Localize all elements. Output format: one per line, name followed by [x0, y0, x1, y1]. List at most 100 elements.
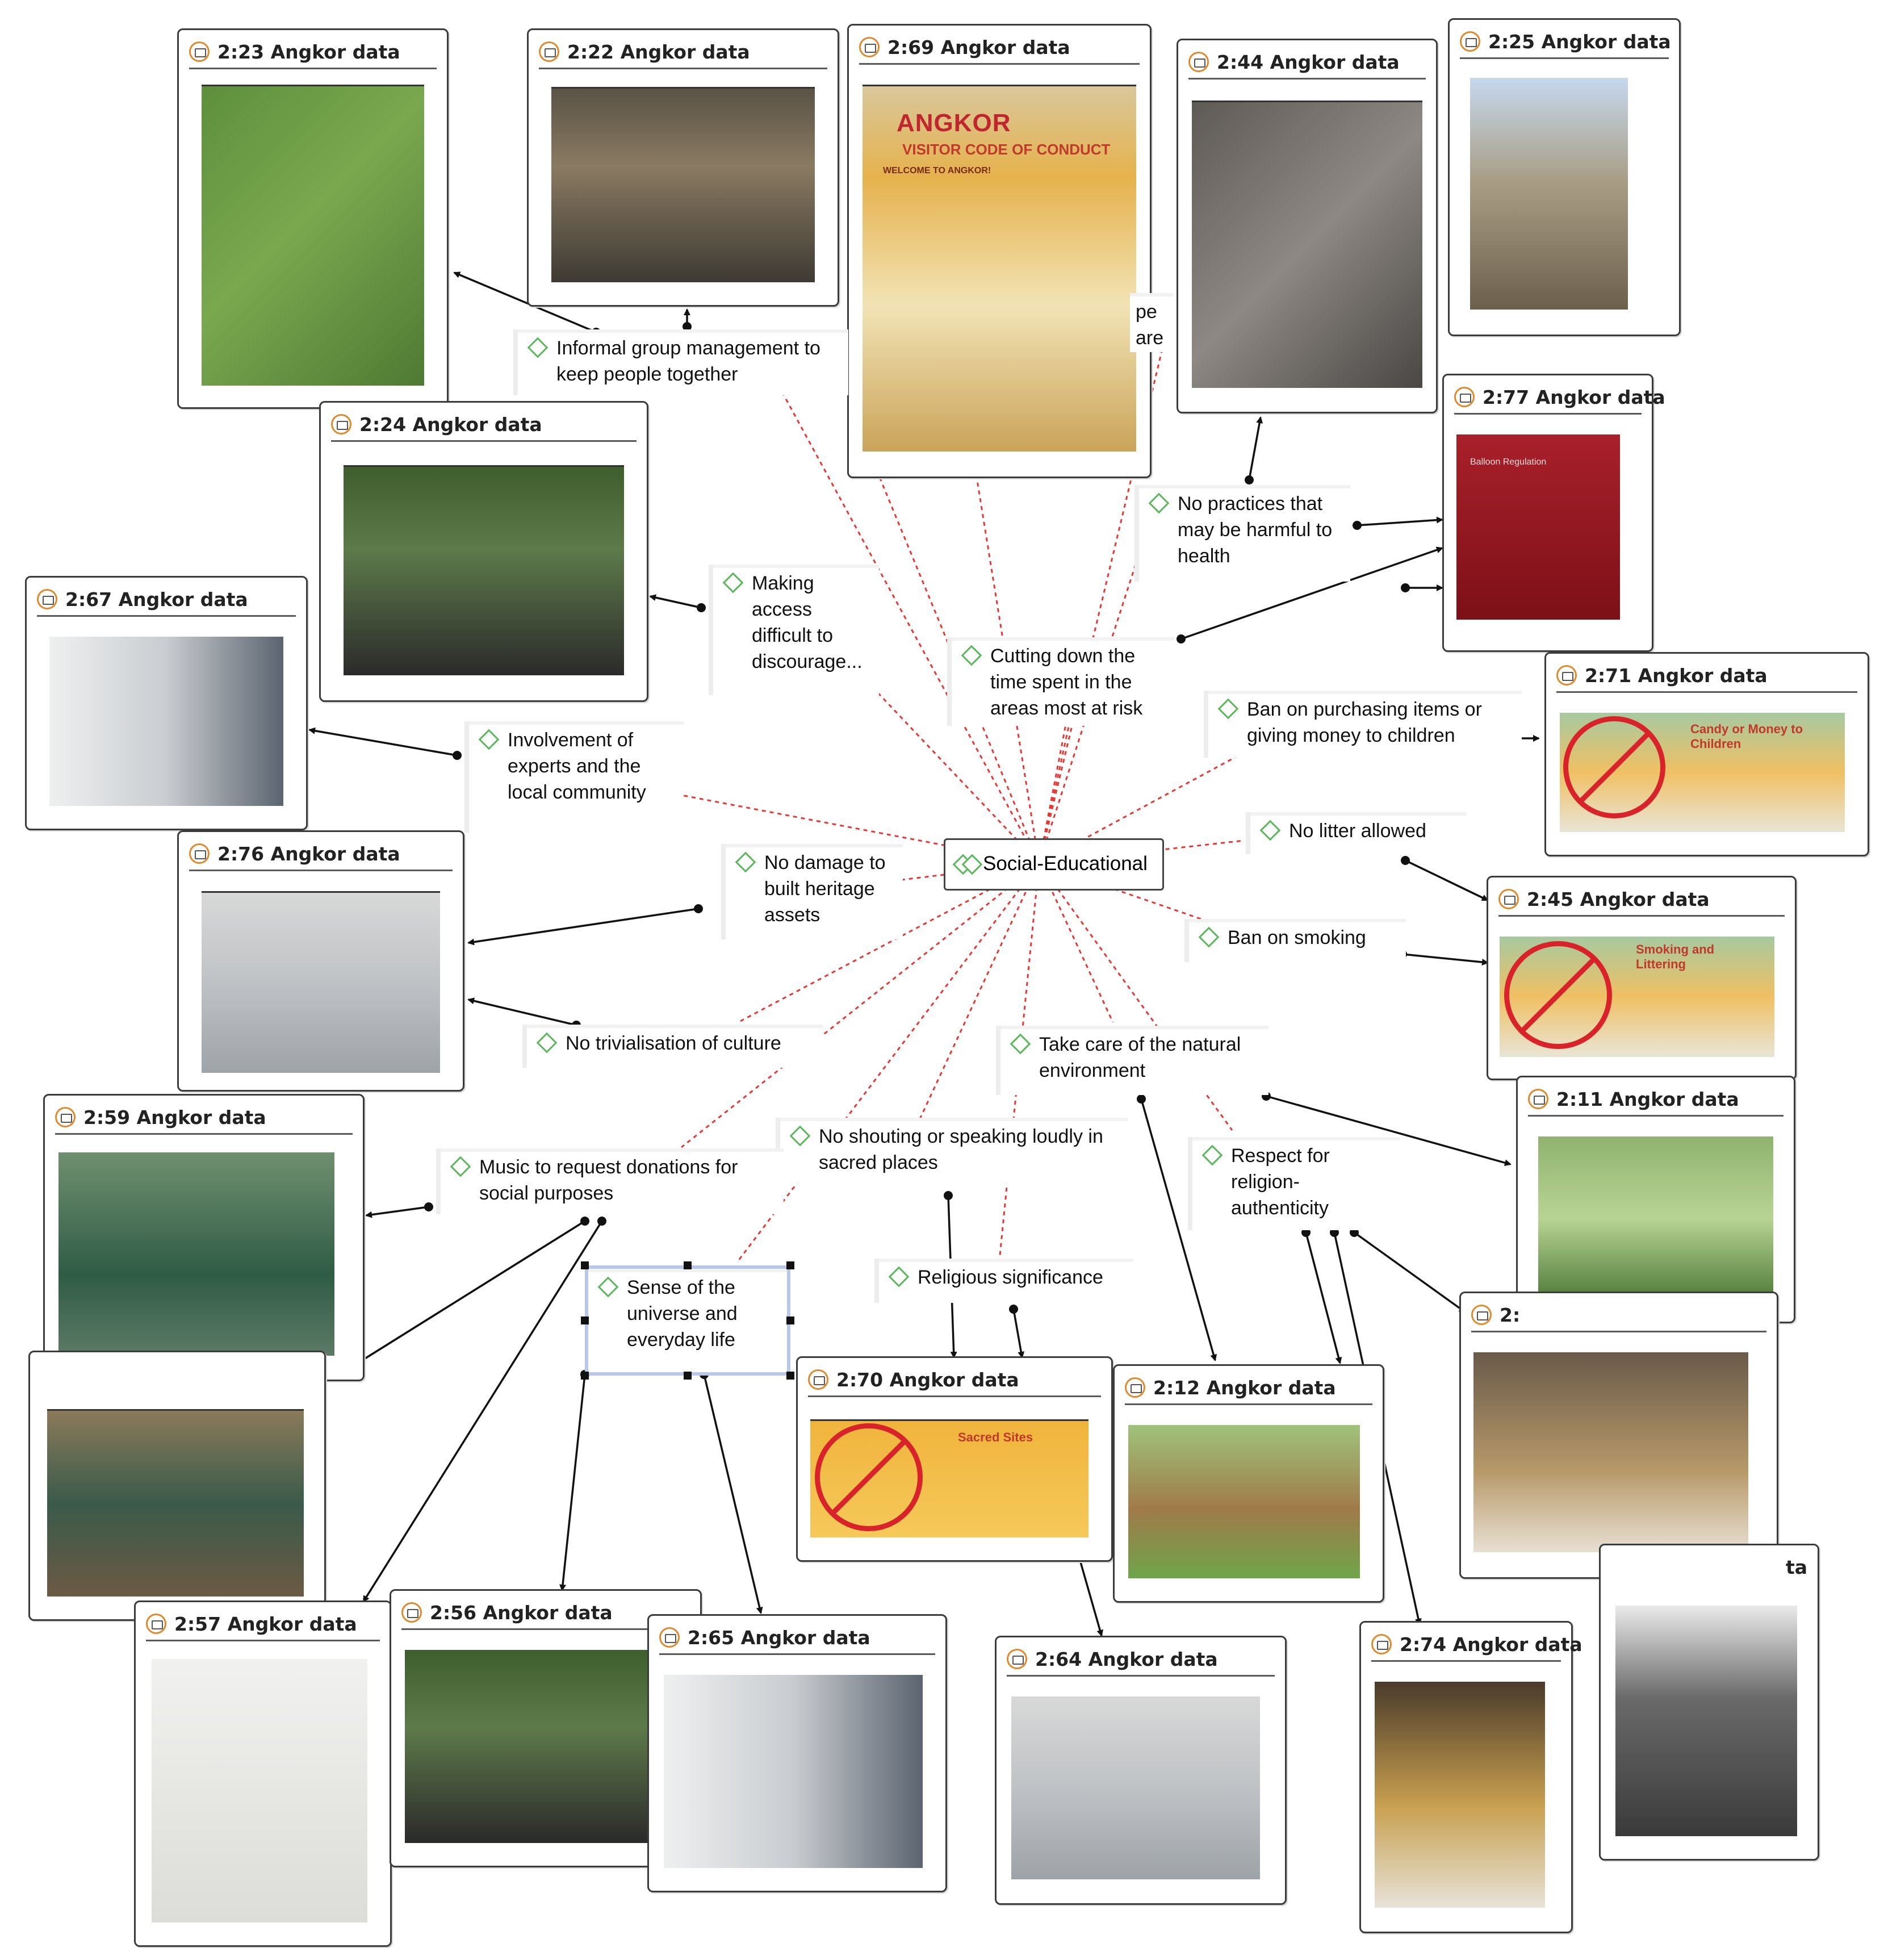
card-2-74[interactable]: 2:74 Angkor data	[1359, 1621, 1582, 1933]
card-2-59[interactable]: 2:59 Angkor data	[43, 1094, 365, 1381]
card-2-22[interactable]: 2:22 Angkor data	[527, 28, 839, 307]
code-no-damage[interactable]: No damage to built heritage assets	[721, 844, 903, 939]
card-header: 2:22 Angkor data	[539, 36, 827, 69]
card-hut[interactable]	[28, 1351, 326, 1621]
card-2-65[interactable]: 2:65 Angkor data	[647, 1614, 947, 1892]
document-icon	[1460, 31, 1480, 52]
card-2-11[interactable]: 2:11 Angkor data	[1516, 1076, 1795, 1323]
code-diamond-icon	[450, 1156, 471, 1177]
code-making-access[interactable]: Making access difficult to discourage...	[709, 565, 879, 695]
code-no-litter[interactable]: No litter allowed	[1246, 812, 1466, 854]
code-label: No shouting or speaking loudly in sacred…	[819, 1126, 1103, 1173]
card-header: 2:25 Angkor data	[1460, 26, 1671, 59]
photo-framed-text-panel	[664, 1675, 923, 1868]
code-label: No damage to built heritage assets	[764, 852, 886, 926]
resize-handle[interactable]	[684, 1261, 692, 1269]
code-diamond-icon	[1010, 1033, 1031, 1055]
code-no-practices[interactable]: No practices that may be harmful to heal…	[1134, 485, 1350, 582]
photo-wooden-frame-in-park	[1128, 1425, 1360, 1578]
poster-title: ANGKOR	[897, 109, 1011, 137]
card-header: 2:23 Angkor data	[189, 36, 437, 69]
photo-text-panel	[202, 891, 440, 1073]
document-icon	[401, 1602, 422, 1623]
resize-handle[interactable]	[786, 1372, 794, 1380]
code-ban-smoking[interactable]: Ban on smoking	[1184, 919, 1406, 962]
photo-temple-stairs	[1470, 78, 1628, 310]
card-2-69[interactable]: 2:69 Angkor data ANGKOR VISITOR CODE OF …	[847, 24, 1152, 478]
card-2-23[interactable]: 2:23 Angkor data	[177, 28, 449, 409]
photo-green-banner	[1538, 1136, 1773, 1300]
card-header: 2:74 Angkor data	[1371, 1628, 1582, 1662]
card-2-x[interactable]: 2:	[1459, 1292, 1778, 1579]
card-2-12[interactable]: 2:12 Angkor data	[1113, 1364, 1384, 1603]
code-no-trivialisation[interactable]: No trivialisation of culture	[522, 1025, 823, 1068]
photo-visitor-code-poster: ANGKOR VISITOR CODE OF CONDUCT WELCOME T…	[863, 85, 1136, 452]
resize-handle[interactable]	[581, 1372, 589, 1380]
code-informal-group[interactable]: Informal group management to keep people…	[513, 329, 848, 395]
prohibition-icon	[1504, 941, 1612, 1049]
photo-smoking-littering-sign: Smoking and Littering	[1500, 937, 1774, 1057]
card-title: 2:59 Angkor data	[83, 1106, 266, 1129]
document-icon	[1498, 889, 1519, 909]
code-label: No trivialisation of culture	[566, 1033, 781, 1054]
card-title: 2:71 Angkor data	[1585, 664, 1768, 687]
code-label: Sense of the universe and everyday life	[627, 1277, 738, 1351]
resize-handle[interactable]	[684, 1372, 692, 1380]
card-2-70[interactable]: 2:70 Angkor data Sacred Sites	[796, 1356, 1113, 1562]
code-no-shouting[interactable]: No shouting or speaking loudly in sacred…	[776, 1118, 1128, 1184]
central-node-social-educational[interactable]: Social-Educational	[944, 838, 1164, 891]
code-ban-purchasing[interactable]: Ban on purchasing items or giving money …	[1204, 691, 1522, 758]
card-2-57[interactable]: 2:57 Angkor data	[134, 1600, 392, 1947]
code-label: Making access difficult to discourage...	[752, 572, 863, 672]
photo-printed-notice	[152, 1659, 367, 1923]
card-title: 2:23 Angkor data	[217, 40, 400, 63]
document-icon	[146, 1614, 166, 1634]
candy-sign-title: Candy or Money to Children	[1690, 722, 1803, 751]
document-icon	[37, 589, 57, 609]
resize-handle[interactable]	[786, 1317, 794, 1324]
central-label: Social-Educational	[983, 852, 1148, 875]
card-2-76[interactable]: 2:76 Angkor data	[177, 830, 464, 1092]
card-title: 2:56 Angkor data	[430, 1601, 613, 1624]
resize-handle[interactable]	[581, 1317, 589, 1324]
resize-handle[interactable]	[581, 1261, 589, 1269]
document-icon	[1471, 1305, 1492, 1325]
code-diamond-icon	[735, 851, 756, 873]
code-religious-significance[interactable]: Religious significance	[874, 1259, 1133, 1303]
card-2-71[interactable]: 2:71 Angkor data Candy or Money to Child…	[1544, 652, 1869, 856]
card-header: 2:65 Angkor data	[659, 1622, 935, 1655]
card-header: 2:76 Angkor data	[189, 838, 453, 871]
card-ta[interactable]: ta	[1599, 1544, 1819, 1861]
photo-sacred-sites-sign: Sacred Sites	[810, 1419, 1088, 1537]
code-diamond-icon	[1259, 820, 1281, 841]
card-2-24[interactable]: 2:24 Angkor data	[319, 401, 648, 702]
code-diamond-icon	[1148, 492, 1170, 514]
code-music-donations[interactable]: Music to request donations for social pu…	[436, 1148, 784, 1214]
card-title: 2:76 Angkor data	[217, 842, 400, 865]
card-2-67[interactable]: 2:67 Angkor data	[25, 576, 308, 830]
code-sense-universe[interactable]: Sense of the universe and everyday life	[585, 1265, 790, 1376]
code-involvement[interactable]: Involvement of experts and the local com…	[464, 721, 684, 833]
code-label: Religious significance	[918, 1267, 1103, 1288]
card-header: 2:11 Angkor data	[1528, 1083, 1783, 1117]
code-diamond-icon	[961, 645, 982, 666]
code-label: No litter allowed	[1289, 820, 1426, 842]
code-respect-religion[interactable]: Respect for religion-authenticity	[1188, 1137, 1400, 1230]
code-diamond-icon	[1198, 926, 1220, 948]
card-title: 2:12 Angkor data	[1153, 1376, 1336, 1399]
card-title: 2:	[1500, 1303, 1521, 1326]
card-2-45[interactable]: 2:45 Angkor data Smoking and Littering	[1487, 876, 1797, 1080]
code-diamond-icon	[527, 337, 549, 358]
code-take-care[interactable]: Take care of the natural environment	[996, 1026, 1268, 1095]
card-2-64[interactable]: 2:64 Angkor data	[995, 1636, 1287, 1905]
card-2-25[interactable]: 2:25 Angkor data	[1448, 18, 1681, 336]
card-title: 2:64 Angkor data	[1035, 1648, 1218, 1670]
card-2-44[interactable]: 2:44 Angkor data	[1177, 39, 1438, 413]
card-header: 2:59 Angkor data	[55, 1101, 353, 1135]
code-cutting-down[interactable]: Cutting down the time spent in the areas…	[947, 637, 1174, 726]
card-title: 2:11 Angkor data	[1556, 1088, 1739, 1110]
card-title: 2:69 Angkor data	[887, 36, 1070, 58]
resize-handle[interactable]	[786, 1261, 794, 1269]
card-2-77[interactable]: 2:77 Angkor data Balloon Regulation	[1442, 374, 1665, 652]
